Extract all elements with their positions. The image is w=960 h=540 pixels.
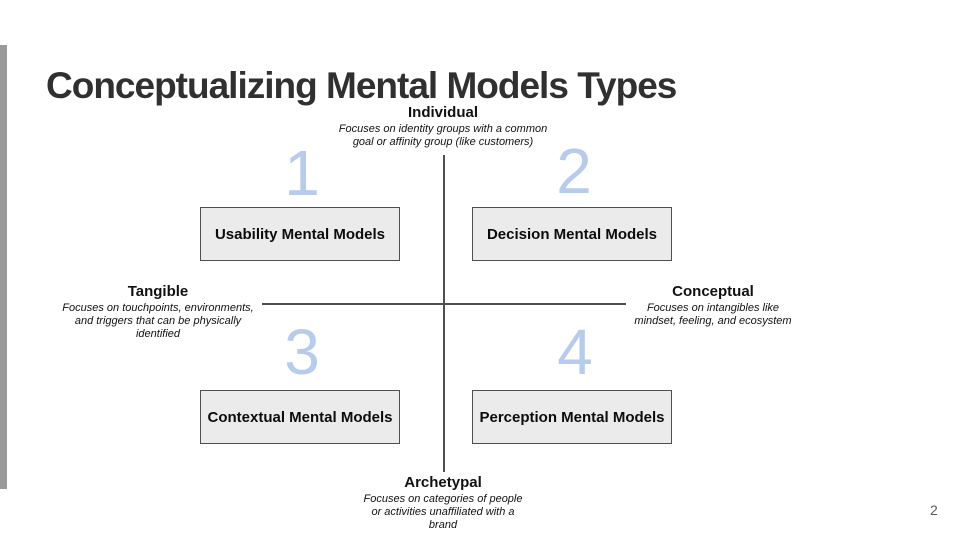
axis-right-conceptual: Conceptual Focuses on intangibles like m… — [613, 283, 813, 328]
axis-top-individual: Individual Focuses on identity groups wi… — [313, 104, 573, 149]
accent-bar — [0, 45, 7, 489]
quadrant-box-contextual: Contextual Mental Models — [200, 390, 400, 444]
box-label: Perception Mental Models — [479, 408, 665, 426]
quadrant-box-perception: Perception Mental Models — [472, 390, 672, 444]
quadrant-number-3: 3 — [284, 316, 320, 388]
quadrant-number-4: 4 — [557, 316, 593, 388]
box-label: Decision Mental Models — [486, 225, 658, 243]
axis-description: Focuses on categories of people or activ… — [363, 493, 523, 531]
axis-label: Archetypal — [404, 474, 482, 491]
quadrant-number-2: 2 — [556, 135, 592, 207]
quadrant-box-decision: Decision Mental Models — [472, 207, 672, 261]
axis-description: Focuses on touchpoints, environments, an… — [62, 302, 254, 340]
quadrant-box-usability: Usability Mental Models — [200, 207, 400, 261]
page-number: 2 — [930, 502, 938, 518]
axis-left-tangible: Tangible Focuses on touchpoints, environ… — [53, 283, 263, 341]
axis-label: Individual — [407, 104, 478, 121]
quadrant-number-1: 1 — [284, 137, 320, 209]
vertical-axis-line — [443, 155, 445, 472]
axis-description: Focuses on identity groups with a common… — [338, 123, 548, 148]
horizontal-axis-line — [262, 303, 626, 305]
axis-label: Tangible — [127, 283, 189, 300]
axis-description: Focuses on intangibles like mindset, fee… — [634, 302, 792, 327]
box-label: Usability Mental Models — [214, 225, 386, 243]
axis-bottom-archetypal: Archetypal Focuses on categories of peop… — [343, 474, 543, 532]
axis-label: Conceptual — [672, 283, 754, 300]
slide-title: Conceptualizing Mental Models Types — [46, 64, 677, 106]
box-label: Contextual Mental Models — [207, 408, 393, 426]
